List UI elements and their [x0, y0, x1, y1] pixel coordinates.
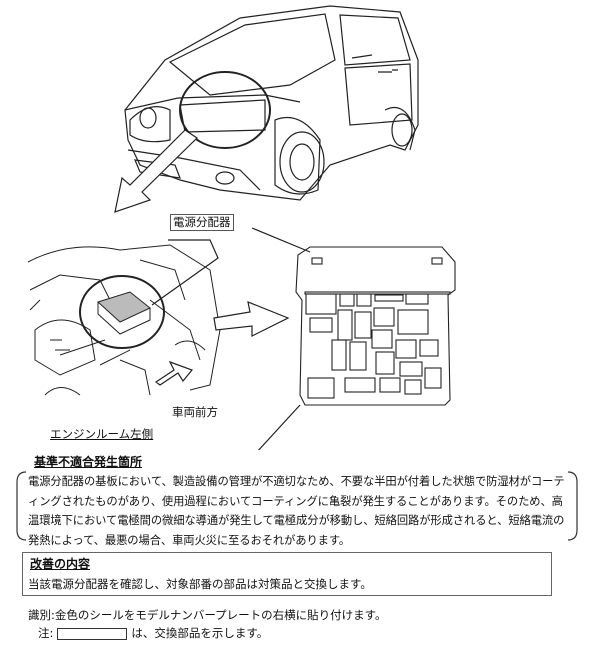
vehicle-illustration [27, 5, 456, 450]
defect-description: 電源分配器の基板において、製造設備の管理が不適切なため、不要な半田が付着した状態… [28, 475, 565, 547]
identification-line: 識別:金色のシールをモデルナンバープレートの右横に貼り付けます。 [28, 608, 387, 622]
bracket-right [567, 471, 578, 541]
replacement-part-swatch [57, 627, 128, 640]
engine-room-caption: エンジンルーム左側 [50, 427, 154, 441]
remedy-heading: 改善の内容 [30, 557, 91, 571]
vehicle-drawing [124, 5, 419, 201]
bracket-left [16, 471, 27, 541]
remedy-box [22, 552, 552, 596]
note-suffix: は、交換部品を示します。 [131, 626, 269, 640]
defect-heading: 基準不適合発生箇所 [34, 455, 143, 469]
vehicle-front-label: 車両前方 [172, 405, 218, 419]
engine-room-drawing [27, 244, 221, 396]
note-prefix: 注: [38, 626, 54, 640]
identification-note: 注: は、交換部品を示します。 [38, 626, 268, 641]
remedy-description: 当該電源分配器を確認し、対象部番の部品は対策品と交換します。 [28, 577, 372, 591]
distributor-label: 電源分配器 [170, 214, 234, 231]
distributor-detail-drawing [295, 246, 456, 406]
